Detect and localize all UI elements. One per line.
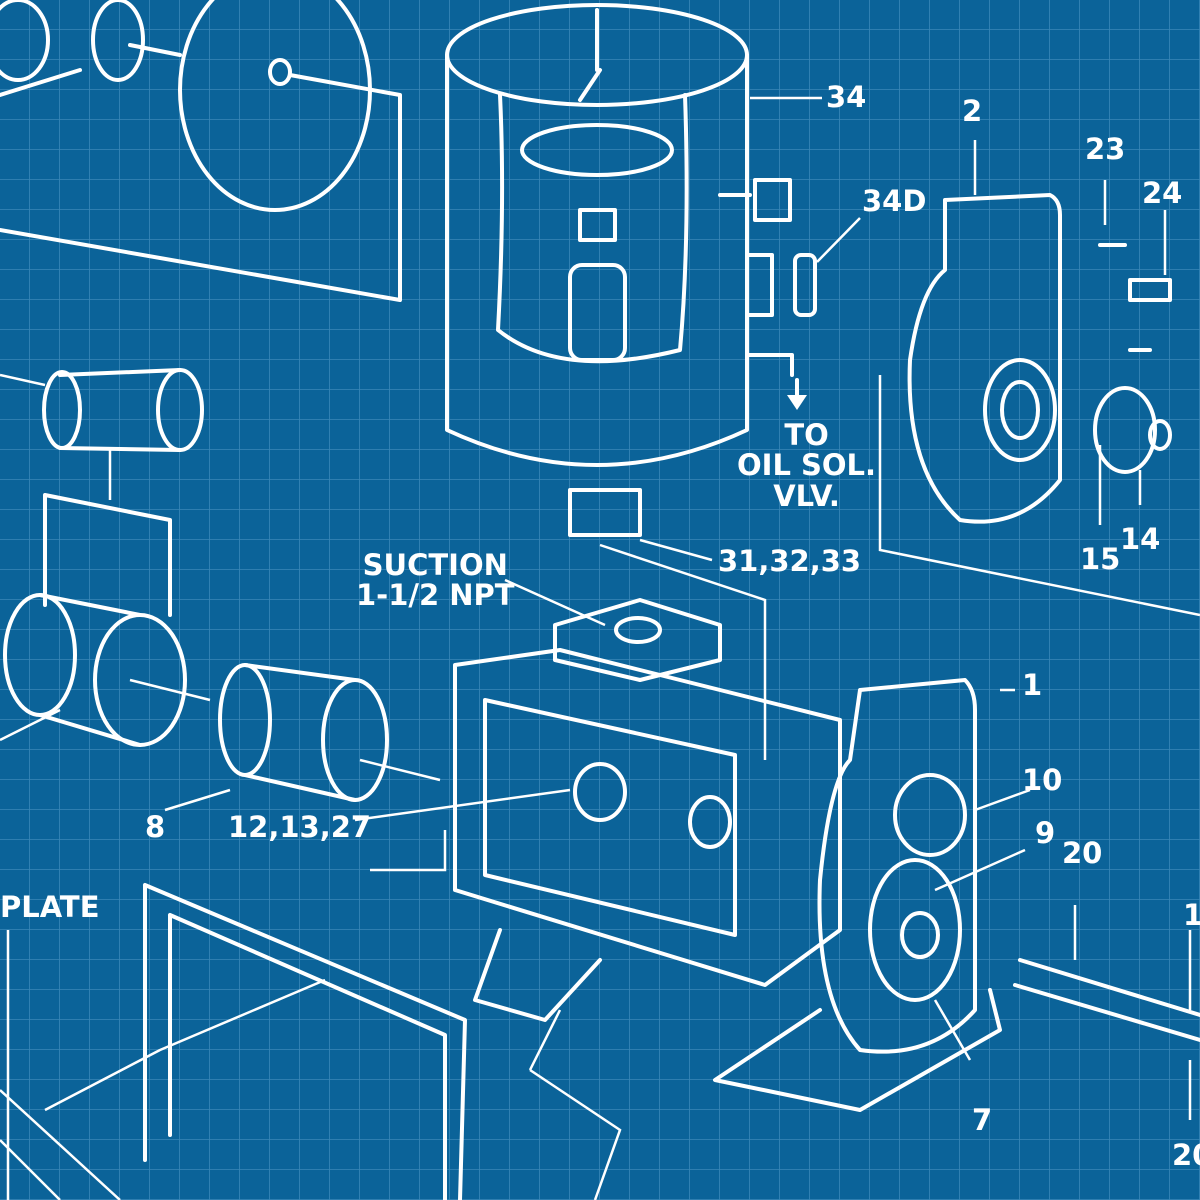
label-part-23: 23 — [1085, 132, 1126, 166]
label-part-1-edge: 1 — [1183, 898, 1200, 932]
label-plate: PLATE — [0, 890, 100, 924]
label-part-15: 15 — [1080, 542, 1121, 576]
label-part-31-32-33: 31,32,33 — [718, 544, 862, 578]
label-part-34d: 34D — [862, 184, 927, 218]
label-part-8: 8 — [145, 810, 166, 844]
label-part-12-13-27: 12,13,27 — [228, 810, 372, 844]
label-to-oil-sol-vlv: TO OIL SOL. VLV. — [737, 418, 877, 513]
label-part-20: 20 — [1062, 836, 1103, 870]
label-part-9: 9 — [1035, 816, 1056, 850]
cover-disc — [0, 0, 402, 302]
label-part-24: 24 — [1142, 176, 1183, 210]
label-part-34: 34 — [826, 80, 867, 114]
label-suction: SUCTION 1-1/2 NPT — [356, 548, 515, 613]
label-part-1: 1 — [1022, 668, 1043, 702]
label-part-14: 14 — [1120, 522, 1161, 556]
oil-tank — [445, 3, 861, 760]
end-plate-assembly — [878, 140, 1200, 617]
label-part-2: 2 — [962, 94, 983, 128]
left-parts — [0, 368, 571, 822]
pump-body — [370, 578, 1200, 1200]
label-part-10: 10 — [1022, 763, 1063, 797]
gasket-plate — [0, 883, 467, 1200]
label-part-7: 7 — [972, 1103, 993, 1137]
label-part-20-edge: 20 — [1172, 1138, 1200, 1172]
